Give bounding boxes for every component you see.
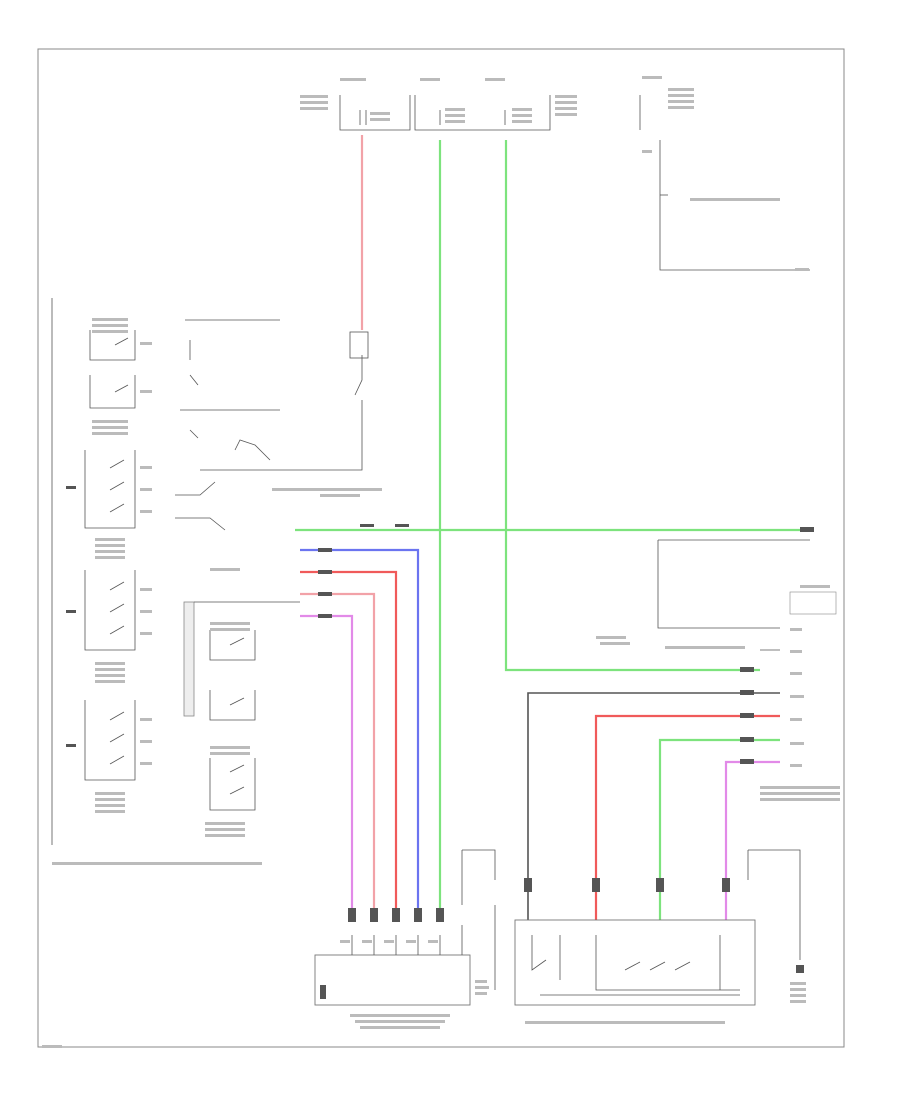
wire-green-right (658, 738, 780, 920)
wire-pink-left (300, 592, 376, 920)
bottom-left-assembly (314, 849, 496, 1029)
wire-red-right (594, 714, 780, 920)
wire-violet-left (300, 614, 354, 920)
wire-violet-right (724, 760, 780, 920)
top-fuse-group (300, 76, 810, 271)
page-frame (37, 48, 845, 1048)
master-switch-bar (183, 601, 195, 717)
wire-red (300, 570, 398, 920)
right-connector-block (596, 539, 840, 801)
wire-gray-right (527, 692, 780, 920)
bottom-right-assembly (514, 849, 806, 1024)
relay-box (349, 331, 369, 359)
wire-blue (300, 548, 420, 920)
center-switch-group (175, 319, 363, 531)
left-switch-assembly (51, 298, 262, 865)
connector-markers (318, 524, 814, 922)
wire-green-main-2 (504, 140, 760, 672)
